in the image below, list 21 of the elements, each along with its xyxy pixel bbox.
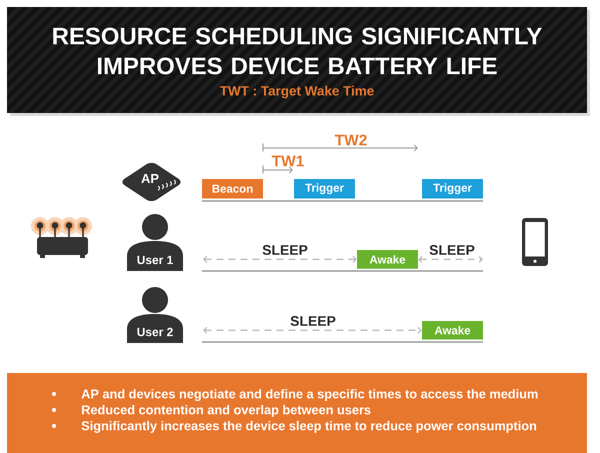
time-slot-box: Trigger [422,179,483,198]
interval-label: TW2 [334,134,367,146]
bullet-text: Reduced contention and overlap between users [82,405,370,417]
title: RESOURCE SCHEDULING SIGNIFICANTLY IMPROVES DEVICE BATTERY LIFE [53,28,542,74]
time-slot-box: Trigger [294,179,355,198]
time-slot-box: Awake [357,250,418,269]
subtitle: TWT : Target Wake Time [220,86,374,98]
interval-label: TW1 [272,156,304,166]
arrow [203,326,422,334]
info-band [7,373,587,453]
edge-label: SLEEP [288,314,338,328]
time-slot-box: Awake [422,321,483,340]
arrow [203,256,357,263]
bullet-text: AP and devices negotiate and define a specific times to access the medium [82,389,538,402]
bullet-text: Significantly increases the device sleep time to reduce power consumption [82,420,536,433]
edge-label: SLEEP [428,244,476,256]
edge-label: SLEEP [260,244,310,256]
arrow [418,256,483,263]
time-slot-box: Beacon [202,179,263,198]
user-figure: User 2 [127,287,183,343]
user-figure: User 1 [127,214,183,271]
